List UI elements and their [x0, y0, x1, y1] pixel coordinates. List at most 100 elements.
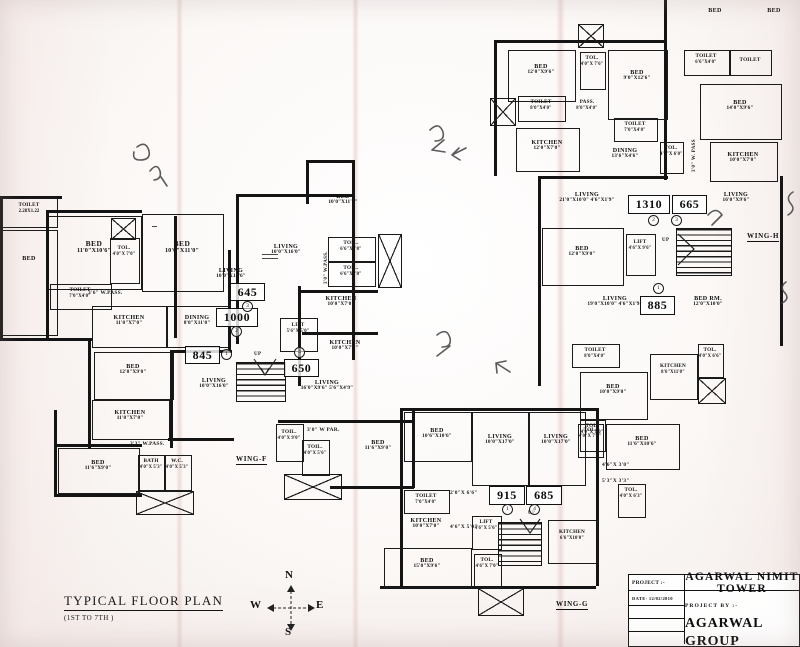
room-label: BED 11'0"X10'6" — [76, 239, 112, 254]
room-label: TOILET 2.28X1.22 — [18, 202, 40, 214]
room-label: TOIL. 6'6"X4'0" — [340, 265, 362, 277]
room-label: KITCHEN 12'0"X7'0" — [531, 140, 563, 152]
passage-note: 5'3"X 3'3" — [602, 478, 630, 484]
duct-shaft — [698, 378, 726, 404]
room-label: LIVING 16'0"X9'6" — [722, 192, 750, 204]
room-label: TOILET 7'0"X4'0" — [624, 121, 646, 133]
area-tag-845[interactable]: 845 — [185, 346, 220, 364]
unit-index-marker: 4 — [529, 504, 540, 515]
room-label: LIVING 10'0"X16'0" — [271, 244, 301, 256]
room-label: BED 12'0"X9'0" — [119, 364, 147, 376]
room-label: TOL. 4'0"X 7'0" — [112, 245, 136, 257]
duct-shaft — [378, 234, 402, 288]
passage-note: 2'0"X 6'6" — [450, 490, 478, 496]
area-tag-685[interactable]: 685 — [526, 486, 562, 505]
room-label: TOILET — [739, 57, 761, 63]
title-block-left-column: DATE- 12/02/2010 — [629, 591, 685, 647]
stair-up-label: UP — [662, 238, 670, 243]
room-label: KITCHEN 6'6"X10'0" — [559, 529, 585, 541]
room-label: KITCHEN 8'6"X11'0" — [660, 363, 686, 375]
room-label: BED — [22, 256, 36, 262]
stair-direction-arrow — [677, 233, 695, 266]
room-label: BED 10'6"X10'6" — [422, 428, 452, 440]
passage-note: 3'6" W.PASS. — [88, 290, 123, 296]
room-label: LIVING 16'0"X9'6" 5'6"X4'9" — [300, 380, 354, 392]
room-label: LIVING 10'0"X16'0" — [199, 378, 229, 390]
project-name: AGARWAL NIMIT TOWER — [685, 570, 799, 595]
project-by-label: PROJECT BY :- — [685, 603, 739, 609]
unit-index-marker: 3 — [671, 215, 682, 226]
area-tag-885[interactable]: 885 — [640, 296, 675, 315]
stair-up-label: UP — [254, 352, 262, 357]
room-label: DINING 8'0"X11'0" — [183, 315, 211, 327]
compass-rose: N S E W — [250, 569, 330, 640]
room-label: TOL. 4'6"X 7'0" — [475, 557, 499, 569]
room-label: LIVING 10'0"X17'0" — [485, 434, 515, 446]
room-label: LIVING 10'0"X17'0" — [541, 434, 571, 446]
staircase — [676, 228, 732, 276]
staircase — [498, 522, 542, 566]
room-label: TOILET 7'0"X4'0" — [415, 493, 437, 505]
room-label: BED 11'6"X10'6" — [627, 436, 657, 448]
plan-title-group: TYPICAL FLOOR PLAN (1ST TO 7TH ) — [64, 592, 224, 622]
room-label: LIVING 19'0"X10'0" 4'6"X1'9" — [587, 296, 643, 308]
room-label: BED 10'0"X11'0" — [164, 239, 200, 254]
room-label: BED 11'6"X9'0" — [364, 440, 392, 452]
title-block-blank-cell-1 — [629, 606, 685, 619]
passage-note: 3'3" W.PASS. — [130, 441, 165, 447]
wing-label-g: WING-G — [556, 600, 589, 610]
area-tag-1000[interactable]: 1000 — [216, 308, 258, 327]
room-label: LIFT 4'6"X 5'6" — [474, 519, 498, 531]
room-label: LIFT 4'6"X 9'6" — [628, 239, 652, 251]
unit-index-marker: 1 — [221, 349, 232, 360]
area-tag-650[interactable]: 650 — [284, 359, 319, 377]
room-label: BATH 4'0"X 5'3" — [139, 458, 163, 470]
room-label: KITCHEN 10'0"X7'0" — [410, 518, 442, 530]
title-block-blank-cell-2 — [629, 619, 685, 632]
room-label: BED 10'0"X9'0" — [599, 384, 627, 396]
room-label: TOL. 4'0"X 6'6" — [698, 347, 722, 359]
passage-note: 3'0" W. PASS — [692, 139, 697, 172]
compass-arrows — [267, 585, 315, 631]
room-label: DINING 13'6"X4'6" — [611, 148, 639, 160]
page-subtitle: (1ST TO 7TH ) — [64, 614, 114, 622]
title-block-blank-cell-3 — [629, 632, 685, 644]
unit-index-marker: 2 — [648, 215, 659, 226]
title-block: PROJECT :- AGARWAL NIMIT TOWER DATE- 12/… — [628, 570, 800, 647]
unit-index-marker: 4 — [294, 347, 305, 358]
stair-direction-arrow — [253, 358, 277, 376]
room-label: TOIL. 4'0"X 9'0" — [277, 429, 301, 441]
project-label: PROJECT :- — [632, 579, 665, 586]
title-block-right-column: PROJECT BY :- AGARWAL GROUP PLOT NO. A/5… — [685, 591, 799, 647]
stair-direction-arrow — [519, 518, 541, 534]
title-block-date-cell: DATE- 12/02/2010 — [629, 591, 685, 606]
room-label: TOIL. 4'0"X 5'6" — [303, 444, 327, 456]
room-label: TOL. 4'0"X 7'0" — [580, 423, 604, 435]
firm-name: AGARWAL GROUP — [685, 616, 763, 647]
room-label: LIVING 10'0"X16'6" — [216, 268, 246, 279]
date-value: DATE- 12/02/2010 — [632, 595, 673, 601]
room-label: BED 12'0"X9'0" — [568, 246, 596, 258]
room-label: TOILET 8'0"X4'0" — [530, 99, 552, 111]
passage-note: 4'6"X 5'0" — [450, 524, 478, 530]
area-tag-665[interactable]: 665 — [672, 195, 707, 214]
room-label: BED 14'0"X9'6" — [726, 100, 754, 112]
unit-index-marker: 2 — [231, 326, 242, 337]
wing-label-f: WING-F — [236, 455, 268, 465]
area-tag-1310[interactable]: 1310 — [628, 195, 670, 214]
room-label: KITCHEN 10'0"X7'0" — [727, 152, 759, 164]
room-label: TOL. 4'0"X 7'6" — [580, 55, 604, 67]
duct-shaft — [136, 491, 194, 515]
unit-index-marker: 1 — [502, 504, 513, 515]
room-label: KITCHEN 11'0"X7'0" — [114, 410, 146, 422]
room-label: TOL. 4'0"X 6'3" — [619, 487, 643, 499]
room-label: BED — [767, 8, 781, 14]
room-label: PASS. 8'0"X4'0" — [576, 99, 598, 111]
area-tag-645[interactable]: 645 — [230, 283, 265, 301]
room-label: W.C. 4'0"X 5'3" — [165, 458, 189, 470]
room-label: BED 9'0"X12'6" — [623, 70, 651, 82]
room-label: BED 11'6"X9'0" — [84, 460, 112, 472]
area-tag-915[interactable]: 915 — [489, 486, 525, 505]
page-title: TYPICAL FLOOR PLAN — [64, 593, 224, 611]
duct-shaft — [478, 588, 524, 616]
